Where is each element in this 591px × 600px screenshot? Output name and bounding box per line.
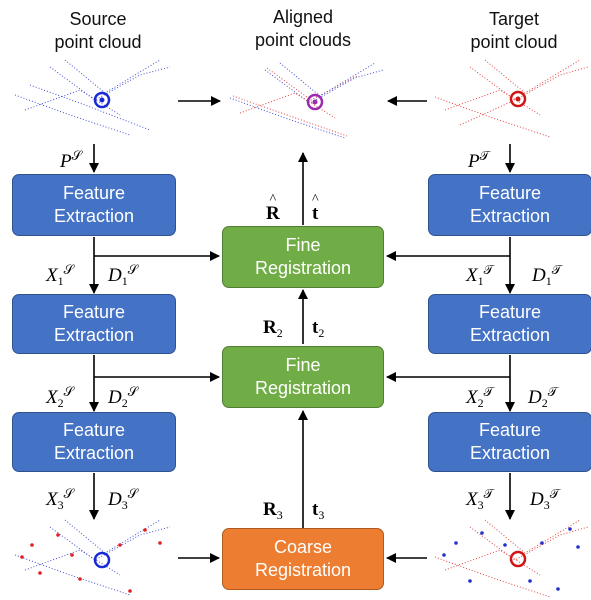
aligned-point-cloud-image [229, 62, 384, 139]
label-X3-target: X3𝒯 [466, 487, 494, 512]
label-t3: t3 [312, 499, 325, 522]
label-t-hat: t [312, 193, 319, 223]
target-point-cloud-image [434, 59, 589, 138]
source-keypoints-image [14, 519, 171, 596]
label-X2-source: X2𝒮 [46, 385, 74, 410]
target-cloud-heading: Target point cloud [470, 9, 558, 52]
source-cloud-heading: Source point cloud [54, 9, 142, 52]
aligned-clouds-heading: Aligned point clouds [254, 7, 352, 50]
label-D1-source: D1𝒮 [108, 263, 138, 288]
label-t2: t2 [312, 317, 325, 340]
label-X1-source: X1𝒮 [46, 263, 74, 288]
label-P-target: P𝒯 [468, 149, 490, 172]
source-point-cloud-image [14, 59, 171, 136]
label-P-source: P𝒮 [60, 149, 82, 172]
label-D2-source: D2𝒮 [108, 385, 138, 410]
target-keypoints-image [434, 519, 589, 598]
label-D3-target: D3𝒯 [530, 487, 560, 512]
label-R3: R3 [263, 499, 283, 522]
label-R2: R2 [263, 317, 283, 340]
label-X2-target: X2𝒯 [466, 385, 494, 410]
label-D2-target: D2𝒯 [528, 385, 558, 410]
label-X3-source: X3𝒮 [46, 487, 74, 512]
label-R-hat: R [266, 193, 280, 223]
label-D1-target: D1𝒯 [532, 263, 562, 288]
label-D3-source: D3𝒮 [108, 487, 138, 512]
label-X1-target: X1𝒯 [466, 263, 494, 288]
